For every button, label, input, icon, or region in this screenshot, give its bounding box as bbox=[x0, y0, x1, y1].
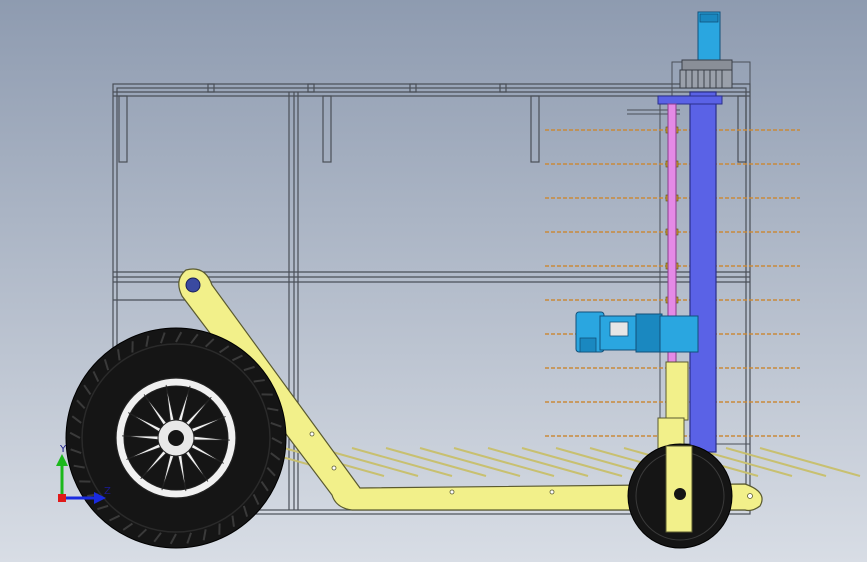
wheel-fork-tube bbox=[665, 361, 689, 421]
tire-tread bbox=[103, 359, 110, 371]
floor-slat bbox=[521, 447, 623, 477]
tire-tread bbox=[175, 331, 183, 343]
tire-tread bbox=[73, 464, 85, 469]
tire-tread bbox=[266, 466, 276, 477]
tire-tread bbox=[231, 515, 235, 527]
tire-tread bbox=[69, 431, 81, 439]
tire-tread bbox=[219, 345, 230, 354]
tire-tread bbox=[186, 532, 192, 544]
floor-slat bbox=[759, 447, 861, 477]
tire-tread bbox=[270, 452, 281, 461]
tire-tread bbox=[260, 481, 269, 492]
tire-tread bbox=[145, 335, 150, 347]
tire-tread bbox=[109, 514, 121, 522]
floor-slat bbox=[487, 447, 589, 477]
column-top-bracket bbox=[657, 95, 723, 105]
coordinate-triad: Y Z bbox=[56, 444, 111, 504]
tire-tread bbox=[202, 529, 207, 541]
tire-tread bbox=[243, 365, 255, 372]
lift-column bbox=[689, 91, 717, 453]
lever-arm bbox=[178, 268, 763, 512]
floor-slat bbox=[385, 447, 487, 477]
floor-slat bbox=[725, 447, 827, 477]
lever-arm-holes bbox=[309, 431, 753, 499]
tire-tread bbox=[71, 415, 82, 424]
tire-tread bbox=[253, 379, 265, 383]
tire-tread bbox=[117, 349, 121, 361]
tire-tread bbox=[190, 333, 199, 344]
tire-tread bbox=[160, 332, 166, 344]
tire-tread bbox=[169, 533, 177, 545]
floor-slat bbox=[419, 447, 521, 477]
tire-tread bbox=[83, 384, 92, 395]
tire-tread bbox=[231, 354, 243, 362]
lever-pivot bbox=[185, 277, 201, 293]
tire-tread bbox=[153, 532, 162, 543]
tire-tread bbox=[137, 528, 148, 538]
tire-tread bbox=[70, 448, 82, 454]
tire-tread bbox=[252, 493, 260, 505]
triad-origin bbox=[58, 494, 66, 502]
tire-tread bbox=[271, 437, 283, 445]
tire-tread bbox=[97, 504, 109, 511]
tire-tread bbox=[92, 371, 100, 383]
front-caster-wheel bbox=[627, 443, 733, 549]
floor-slat bbox=[351, 447, 453, 477]
triad-z-label: Z bbox=[104, 486, 111, 497]
side-drive-motor bbox=[575, 311, 699, 353]
tire-tread bbox=[242, 505, 249, 517]
tire-tread bbox=[267, 407, 279, 412]
tire-tread bbox=[76, 399, 86, 410]
floor-slat bbox=[453, 447, 555, 477]
tire-tread bbox=[204, 338, 215, 348]
triad-y-label: Y bbox=[59, 444, 67, 455]
top-drive-motor bbox=[679, 11, 733, 89]
tire-tread bbox=[270, 422, 282, 428]
tire-tread bbox=[122, 522, 133, 531]
rear-drive-wheel bbox=[65, 327, 287, 549]
